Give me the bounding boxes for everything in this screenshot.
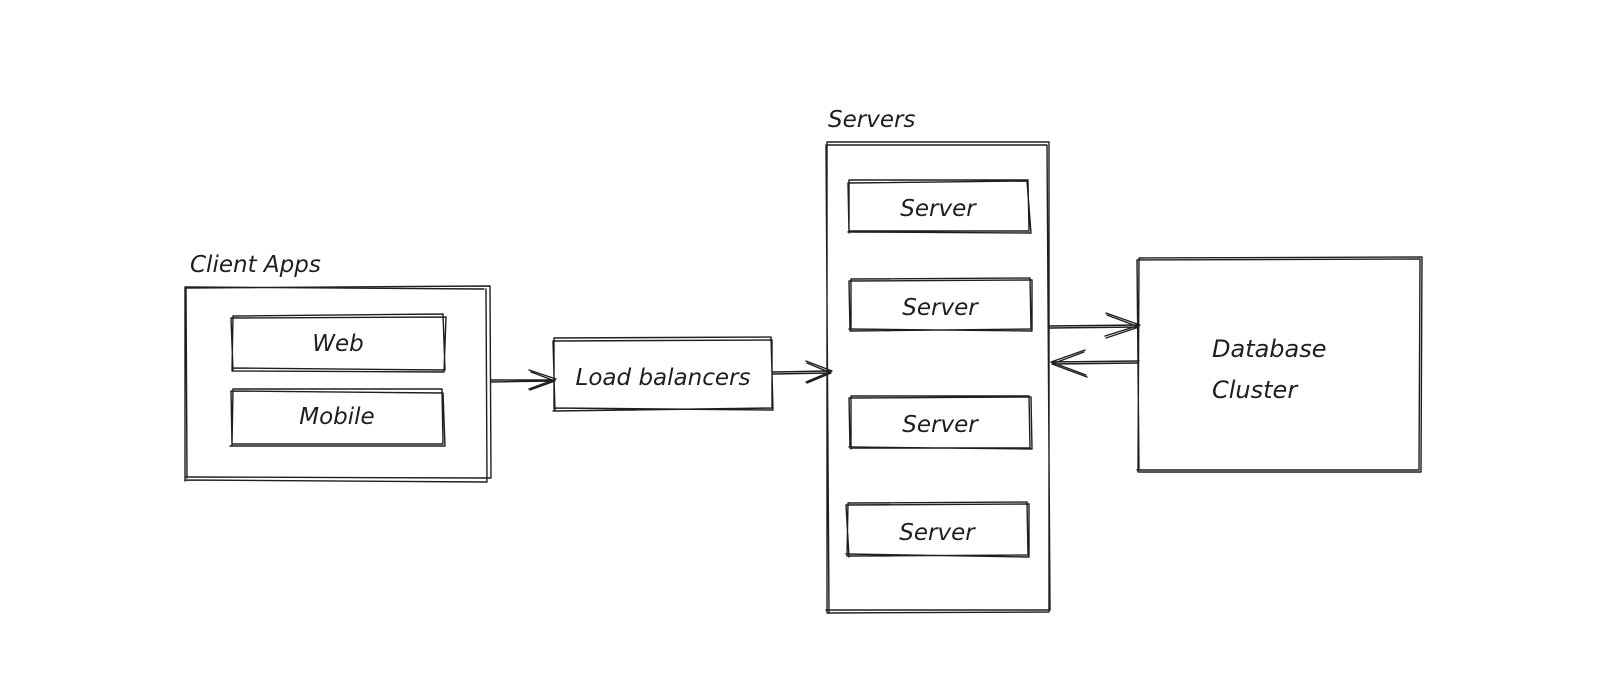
database-cluster-box: Database Cluster — [1136, 256, 1423, 473]
server-label: Server — [900, 196, 977, 222]
server-label: Server — [902, 295, 979, 321]
client-apps-title: Client Apps — [190, 252, 321, 278]
web-box: Web — [230, 313, 447, 373]
arrow-db-to-servers — [1050, 349, 1140, 378]
web-label: Web — [312, 331, 364, 357]
server-box: Server — [847, 179, 1032, 234]
server-label: Server — [902, 412, 979, 438]
arrow-client-to-lb — [490, 369, 557, 391]
server-box: Server — [845, 501, 1030, 558]
mobile-box: Mobile — [229, 388, 446, 447]
server-box: Server — [848, 395, 1033, 450]
server-box: Server — [848, 277, 1033, 332]
arrow-servers-to-db — [1049, 312, 1141, 339]
arrow-lb-to-servers — [772, 360, 833, 384]
servers-title: Servers — [828, 107, 915, 133]
load-balancers-label: Load balancers — [576, 365, 751, 391]
server-label: Server — [899, 520, 976, 546]
database-label-line1: Database — [1212, 335, 1327, 363]
mobile-label: Mobile — [299, 404, 374, 430]
database-label-line2: Cluster — [1212, 376, 1299, 404]
servers-container — [825, 141, 1051, 614]
load-balancers-box: Load balancers — [552, 336, 774, 412]
